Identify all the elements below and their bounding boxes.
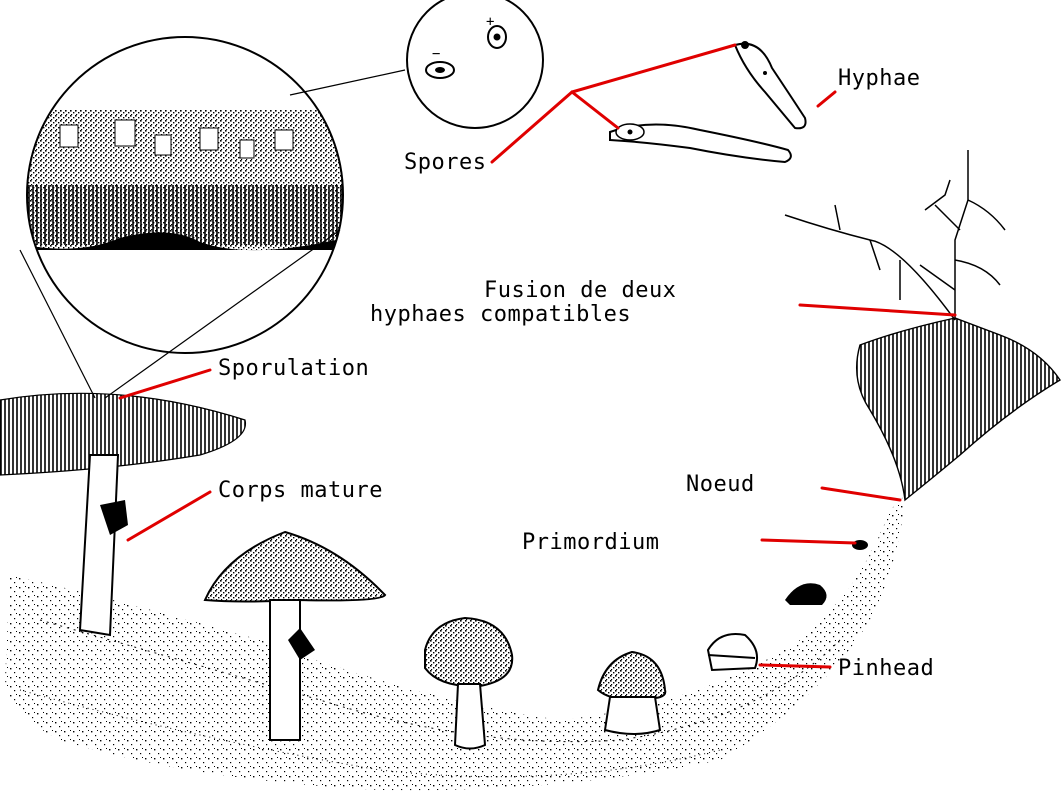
label-fusion-line1: Fusion de deux [484,278,676,304]
leader-pinhead [760,665,830,667]
leader-primordium [762,540,855,543]
spore-minus-charge: − [432,46,440,62]
mycelium-fan [857,318,1060,500]
gill-magnification-circle [20,37,405,398]
spore-detail-circle [407,0,543,128]
leader-fusion [800,305,955,315]
germinating-spores [610,41,806,162]
label-hyphae: Hyphae [838,66,920,92]
label-fusion-line2: hyphaes compatibles [370,302,631,328]
label-corps-mature: Corps mature [218,478,383,504]
leader-hyphae [818,92,835,106]
label-primordium: Primordium [522,530,659,556]
label-sporulation: Sporulation [218,356,369,382]
leader-noeud [822,488,900,500]
label-spores: Spores [404,150,486,176]
mycelium [785,150,1005,320]
leader-corps-mature [128,492,210,540]
label-noeud: Noeud [686,472,755,498]
leader-sporulation [120,370,210,398]
leader-spores-branch [572,92,618,128]
spore-plus-charge: + [486,14,494,30]
label-pinhead: Pinhead [838,656,934,682]
